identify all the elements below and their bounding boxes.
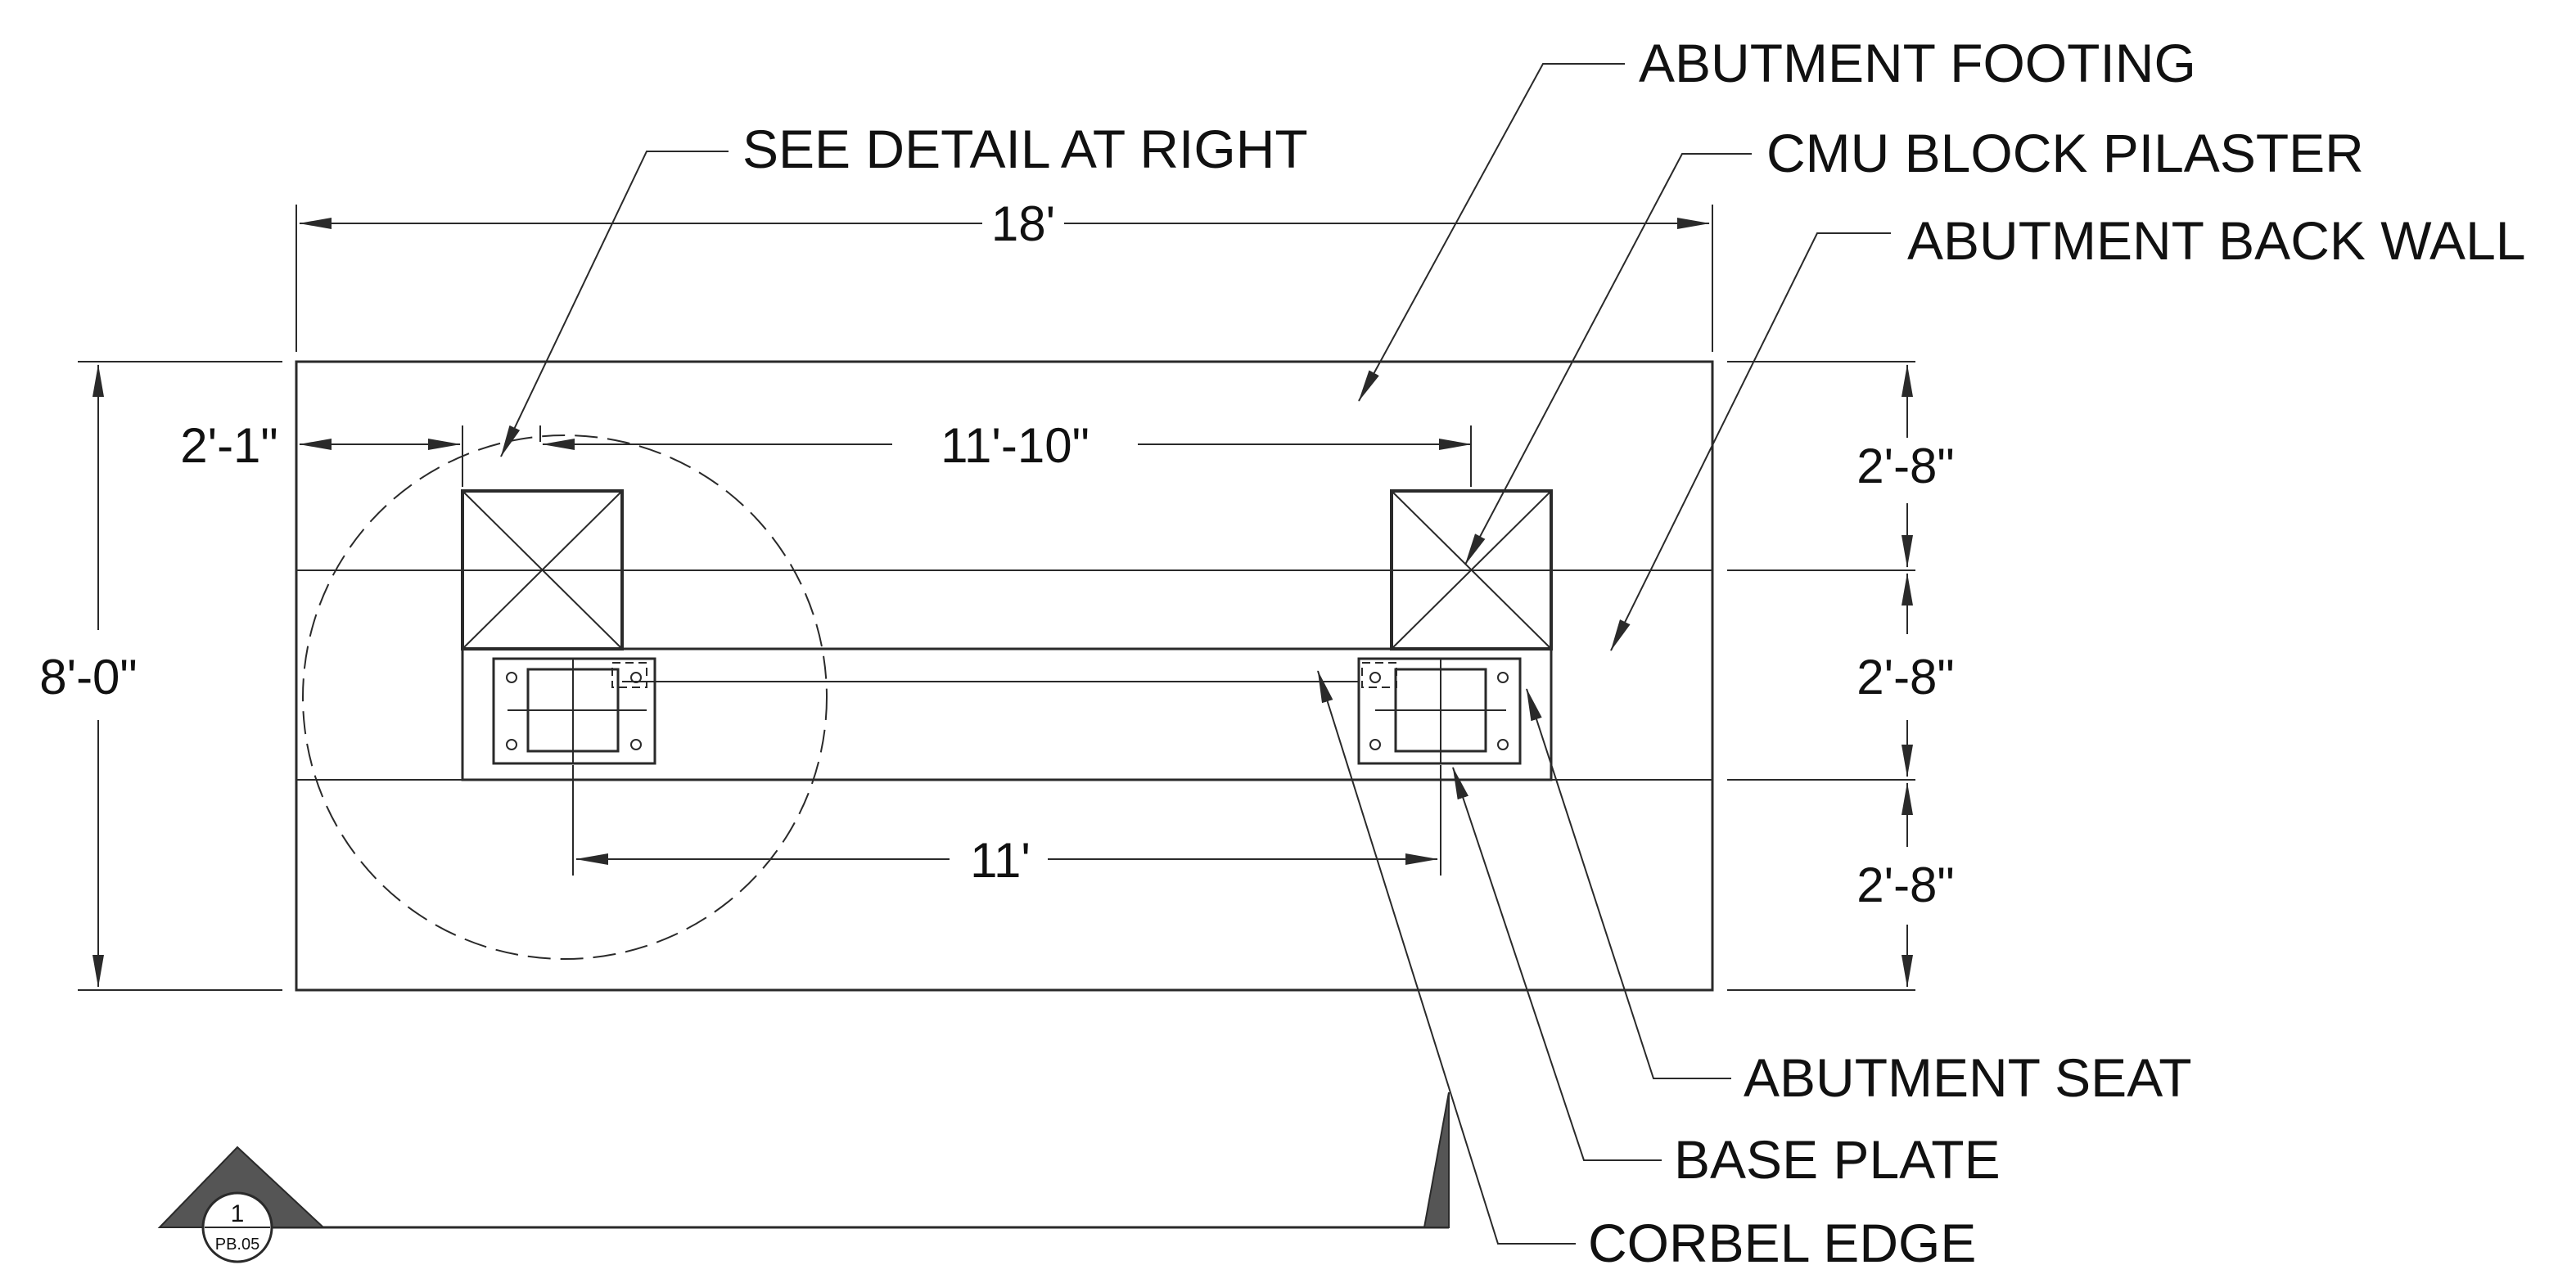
callout-base-plate: BASE PLATE xyxy=(1452,767,2001,1190)
abutment-back-wall-label: ABUTMENT BACK WALL xyxy=(1907,210,2526,271)
callout-corbel-edge: CORBEL EDGE xyxy=(1317,670,1976,1273)
base-plate-left xyxy=(492,657,656,765)
dim-overall-width-text: 18' xyxy=(991,196,1055,251)
dim-overall-height-text: 8'-0" xyxy=(39,650,137,705)
dim-plate-spacing: 11' xyxy=(572,765,1441,888)
detail-circle xyxy=(302,434,828,960)
base-plate-label: BASE PLATE xyxy=(1674,1129,2001,1190)
callout-cmu-pilaster: CMU BLOCK PILASTER xyxy=(1464,123,2364,565)
dim-left-offset-text: 2'-1" xyxy=(180,418,277,473)
cmu-pilaster-left xyxy=(461,489,624,651)
cmu-pilaster-left-x2 xyxy=(462,490,623,650)
dim-pilaster-spacing: 11'-10" xyxy=(542,418,1472,487)
dim-pilaster-spacing-text: 11'-10" xyxy=(941,418,1089,473)
callout-abutment-back-wall: ABUTMENT BACK WALL xyxy=(1610,210,2526,651)
abutment-footing-outline xyxy=(295,360,1714,992)
dim-row-2-text: 2'-8" xyxy=(1856,650,1954,705)
dim-row-1-text: 2'-8" xyxy=(1856,439,1954,493)
cmu-pilaster-label: CMU BLOCK PILASTER xyxy=(1766,123,2364,183)
abutment-seat xyxy=(461,647,1553,781)
cmu-pilaster-right xyxy=(1390,489,1553,651)
callout-see-detail: SEE DETAIL AT RIGHT xyxy=(500,119,1308,457)
section-cut: 1 PB.05 xyxy=(157,1092,1450,1263)
base-plate-right xyxy=(1357,657,1522,765)
dim-plate-spacing-text: 11' xyxy=(970,833,1031,888)
dim-row-3-text: 2'-8" xyxy=(1856,858,1954,912)
dim-overall-height: 8'-0" xyxy=(39,364,138,988)
dim-right-rows: 2'-8" 2'-8" 2'-8" xyxy=(1856,364,1955,988)
dim-left-offset: 2'-1" xyxy=(180,418,541,487)
callout-abutment-seat: ABUTMENT SEAT xyxy=(1526,688,2192,1108)
corbel-edge-label: CORBEL EDGE xyxy=(1588,1213,1976,1273)
cmu-pilaster-right-x2 xyxy=(1391,490,1552,650)
section-marker-sheet: PB.05 xyxy=(215,1236,259,1254)
section-cut-end-flag xyxy=(1423,1092,1450,1228)
abutment-seat-label: ABUTMENT SEAT xyxy=(1744,1047,2192,1108)
section-marker-number: 1 xyxy=(231,1200,245,1227)
see-detail-label: SEE DETAIL AT RIGHT xyxy=(742,119,1308,179)
callout-abutment-footing: ABUTMENT FOOTING xyxy=(1358,33,2196,402)
abutment-footing-label: ABUTMENT FOOTING xyxy=(1639,33,2196,93)
dim-overall-width: 18' xyxy=(295,196,1713,352)
